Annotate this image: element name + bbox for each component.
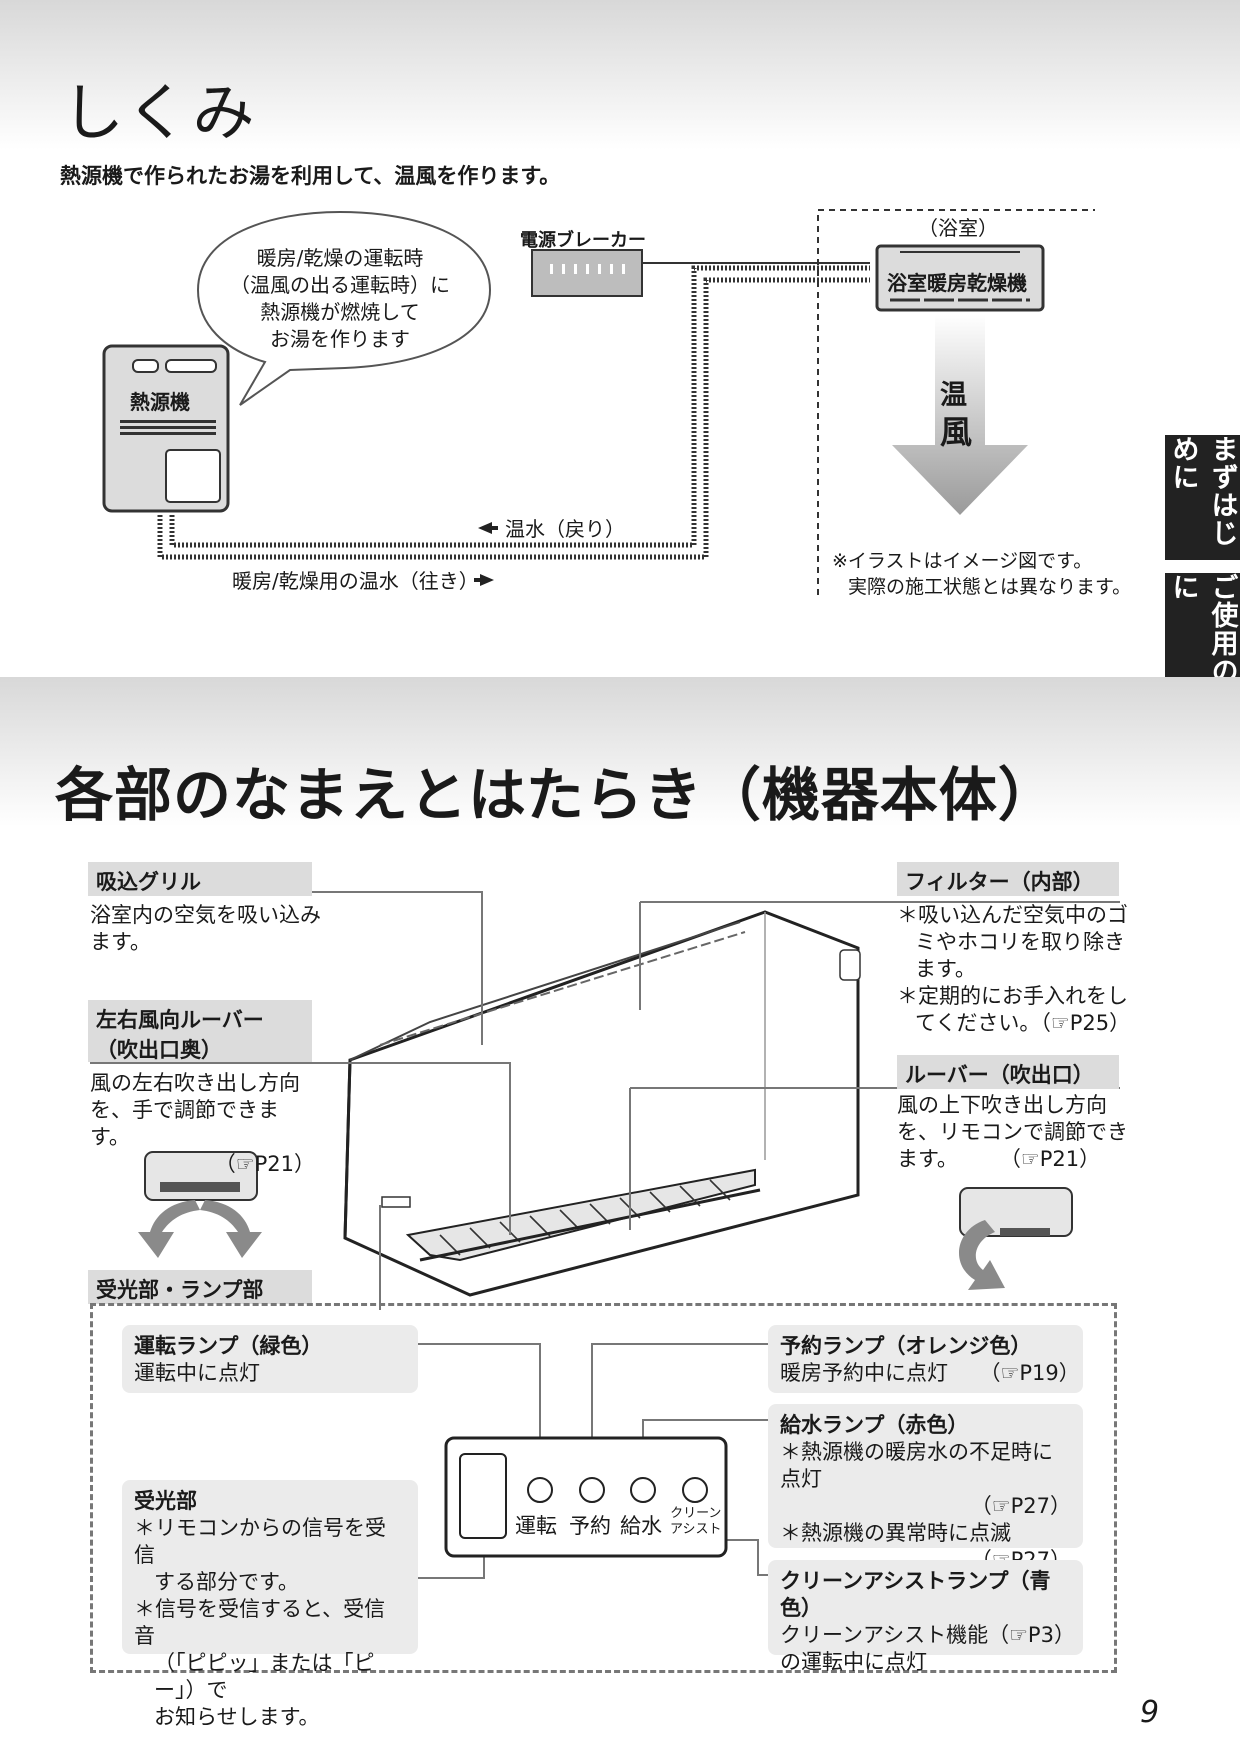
side-louver-label: 左右風向ルーバー （吹出口奥） [88, 1000, 312, 1062]
supply-pipe [157, 277, 870, 560]
page-number: 9 [1140, 1695, 1160, 1730]
label-line: クリーン [670, 1506, 722, 1521]
timer-lamp-title: 予約ランプ（オレンジ色） [780, 1334, 1032, 1358]
desc-line: ます。 （☞P21） [897, 1147, 1101, 1171]
desc-line: ＊熱源機の暖房水の不足時に点灯 [780, 1440, 1053, 1491]
bubble-line: （温風の出る運転時）に [230, 273, 450, 297]
section1-intro: 熱源機で作られたお湯を利用して、温風を作ります。 [60, 164, 561, 188]
desc-line: ＊リモコンからの信号を受信 [134, 1516, 386, 1567]
desc-line: 風の左右吹き出し方向 [90, 1071, 300, 1095]
lamp-panel-diagram [418, 1343, 775, 1579]
warm-air-label: 温 風 [940, 378, 972, 450]
desc-line: クリーンアシスト機能（☞P3） [780, 1623, 1075, 1647]
desc-line: てください。（☞P25） [915, 1011, 1131, 1035]
water-lamp-indicator [630, 1477, 656, 1503]
tab-getting-started[interactable]: まずはじめに [1165, 435, 1240, 560]
receiver-sensor [459, 1453, 507, 1539]
return-water-label: 温水（戻り） [505, 517, 625, 541]
intake-grill-label: 吸込グリル [88, 862, 312, 896]
desc-line: 風の上下吹き出し方向 [897, 1093, 1107, 1117]
receiver-window [381, 1196, 411, 1208]
intake-grill-desc: 浴室内の空気を吸い込み ます。 [90, 902, 321, 956]
bubble-line: 熱源機が燃焼して [260, 300, 420, 324]
section2-header-band [0, 677, 1240, 827]
bath-dryer-unit [875, 244, 1045, 312]
panel-water-label: 給水 [620, 1514, 662, 1538]
panel-clean-label: クリーン アシスト [670, 1506, 721, 1538]
system-diagram [102, 209, 1095, 595]
speech-bubble [196, 210, 492, 406]
run-lamp-box: 運転ランプ（緑色） 運転中に点灯 [122, 1325, 418, 1393]
run-lamp-title: 運転ランプ（緑色） [134, 1334, 323, 1358]
desc-line: を、リモコンで調節でき [897, 1120, 1128, 1144]
desc-line: を、手で調節できます。 [90, 1098, 279, 1149]
desc-line: （☞P21） [214, 1152, 315, 1176]
desc-line: （☞P27） [970, 1494, 1071, 1518]
illustration-note: ※イラストはイメージ図です。 実際の施工状態とは異なります。 [832, 548, 1131, 600]
filter-label: フィルター（内部） [897, 862, 1119, 896]
filter-desc: ＊吸い込んだ空気中のゴ ミやホコリを取り除き ます。 ＊定期的にお手入れをし て… [897, 902, 1130, 1037]
ac-unit-diagram [90, 891, 1120, 1310]
desc-line: ます。 [915, 957, 976, 981]
desc-line: 浴室内の空気を吸い込み [90, 903, 321, 927]
desc-line: ＊吸い込んだ空気中のゴ [897, 903, 1128, 927]
desc-line: の運転中に点灯 [780, 1650, 927, 1674]
side-louver-desc: 風の左右吹き出し方向 を、手で調節できます。 （☞P21） [90, 1070, 315, 1178]
receiver-title: 受光部 [134, 1489, 197, 1513]
timer-lamp-box: 予約ランプ（オレンジ色） 暖房予約中に点灯 （☞P19） [768, 1325, 1083, 1393]
panel-timer-label: 予約 [569, 1514, 611, 1538]
bathroom-boundary [817, 209, 1095, 595]
bubble-line: 暖房/乾燥の運転時 [256, 246, 424, 270]
return-pipe [169, 265, 870, 548]
label-line: （吹出口奥） [96, 1038, 222, 1062]
clean-lamp-title: クリーンアシストランプ（青色） [780, 1569, 1051, 1620]
warm-air-char: 温 [940, 380, 967, 411]
bubble-line: お湯を作ります [270, 327, 410, 351]
timer-lamp-desc: 暖房予約中に点灯 （☞P19） [780, 1361, 1080, 1385]
louver-label: ルーバー（吹出口） [897, 1055, 1119, 1089]
water-lamp-box: 給水ランプ（赤色） ＊熱源機の暖房水の不足時に点灯 （☞P27） ＊熱源機の異常… [768, 1404, 1083, 1572]
panel-run-label: 運転 [515, 1514, 557, 1538]
desc-line: ミやホコリを取り除き [915, 930, 1125, 954]
label-line: アシスト [670, 1522, 722, 1537]
section1-title: しくみ [62, 76, 257, 149]
run-lamp-desc: 運転中に点灯 [134, 1361, 260, 1385]
desc-line: （「ピピッ」または「ピー」）で [154, 1651, 375, 1702]
desc-line: ＊熱源機の異常時に点滅 [780, 1521, 1011, 1545]
desc-line: する部分です。 [154, 1570, 299, 1594]
desc-line: ＊定期的にお手入れをし [897, 984, 1128, 1008]
run-lamp-indicator [527, 1477, 553, 1503]
section2-title: 各部のなまえとはたらき（機器本体） [55, 761, 1057, 829]
label-line: 左右風向ルーバー [96, 1008, 264, 1032]
receiver-lamp-label: 受光部・ランプ部 [88, 1270, 312, 1304]
bathroom-label: （浴室） [918, 216, 998, 240]
timer-lamp-indicator [579, 1477, 605, 1503]
desc-line: ＊信号を受信すると、受信音 [134, 1597, 386, 1648]
supply-water-label: 暖房/乾燥用の温水（往き） [232, 569, 479, 593]
note-line: 実際の施工状態とは異なります。 [848, 576, 1132, 598]
section1-header-band [0, 0, 1240, 150]
bath-dryer-label: 浴室暖房乾燥機 [887, 271, 1027, 295]
clean-lamp-box: クリーンアシストランプ（青色） クリーンアシスト機能（☞P3） の運転中に点灯 [768, 1560, 1083, 1674]
speech-bubble-text: 暖房/乾燥の運転時 （温風の出る運転時）に 熱源機が燃焼して お湯を作ります [220, 245, 460, 353]
warm-air-arrow [892, 315, 1028, 515]
lamp-section-frame [90, 1303, 1117, 1673]
desc-line: お知らせします。 [154, 1705, 320, 1729]
breaker-label: 電源ブレーカー [520, 230, 646, 251]
desc-line: ます。 [90, 930, 151, 954]
clean-lamp-indicator [682, 1477, 708, 1503]
water-lamp-title: 給水ランプ（赤色） [780, 1413, 969, 1437]
heat-source-label: 熱源機 [130, 390, 190, 414]
louver-desc: 風の上下吹き出し方向 を、リモコンで調節でき ます。 （☞P21） [897, 1092, 1128, 1173]
note-line: ※イラストはイメージ図です。 [832, 550, 1093, 572]
warm-air-char: 風 [940, 413, 973, 451]
receiver-box: 受光部 ＊リモコンからの信号を受信 する部分です。 ＊信号を受信すると、受信音 … [122, 1480, 418, 1729]
